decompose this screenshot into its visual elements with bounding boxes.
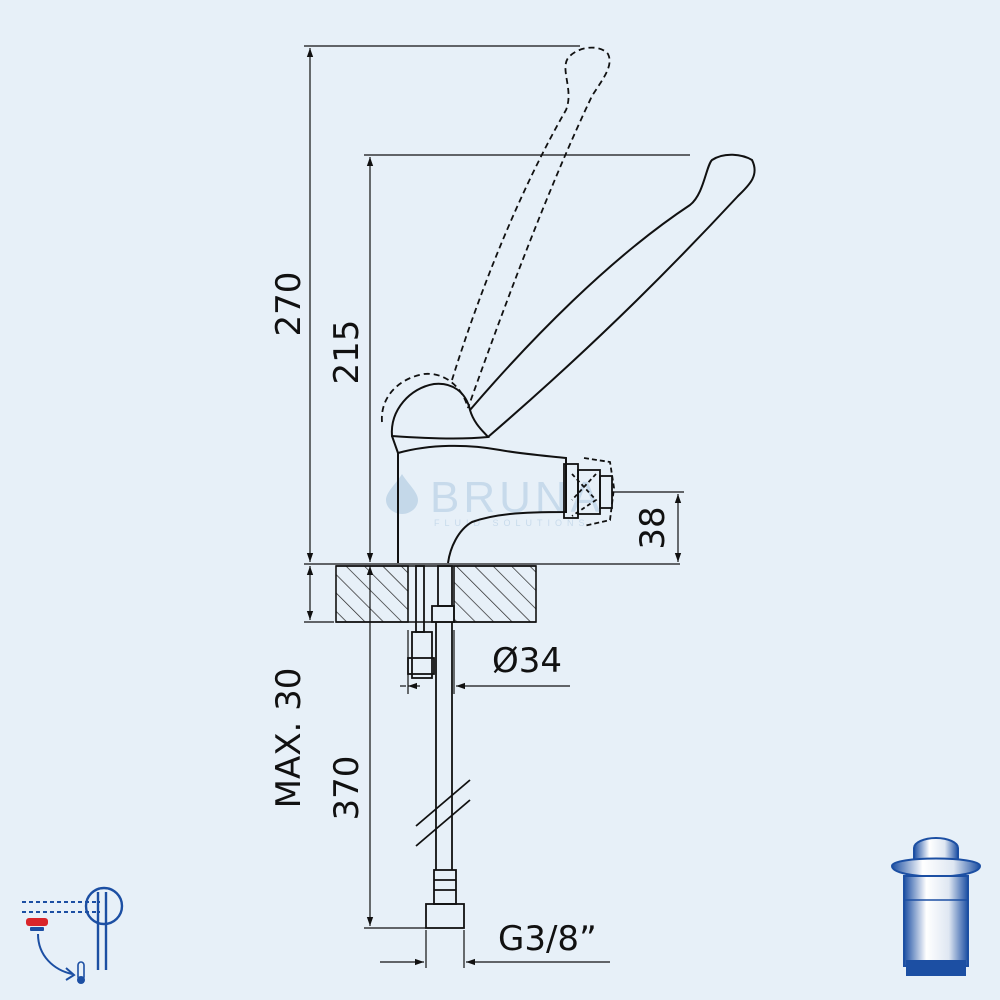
brand-watermark: BRUNA FLUID SOLUTIONS: [386, 473, 600, 528]
dim-overall-height: 270: [269, 272, 309, 337]
dim-max-deck: MAX. 30: [269, 668, 309, 809]
pop-up-waste-icon: [890, 837, 982, 976]
hose-assembly: [407, 565, 471, 929]
dim-hole-diameter: Ø34: [492, 641, 562, 681]
dim-connection-thread: G3/8”: [498, 919, 597, 959]
dim-spout-height: 215: [327, 320, 367, 385]
lever-alternate-position: [381, 46, 611, 423]
dimension-lines: [304, 45, 690, 968]
mixer-body: [390, 153, 756, 564]
drop-logo-icon: [386, 474, 418, 514]
dim-body-height: 38: [633, 506, 673, 549]
dim-hose-length: 370: [327, 756, 367, 821]
deck-section: [335, 565, 537, 623]
watermark-tagline: FLUID SOLUTIONS: [434, 518, 590, 528]
lever-mixer-icon: [22, 886, 124, 984]
